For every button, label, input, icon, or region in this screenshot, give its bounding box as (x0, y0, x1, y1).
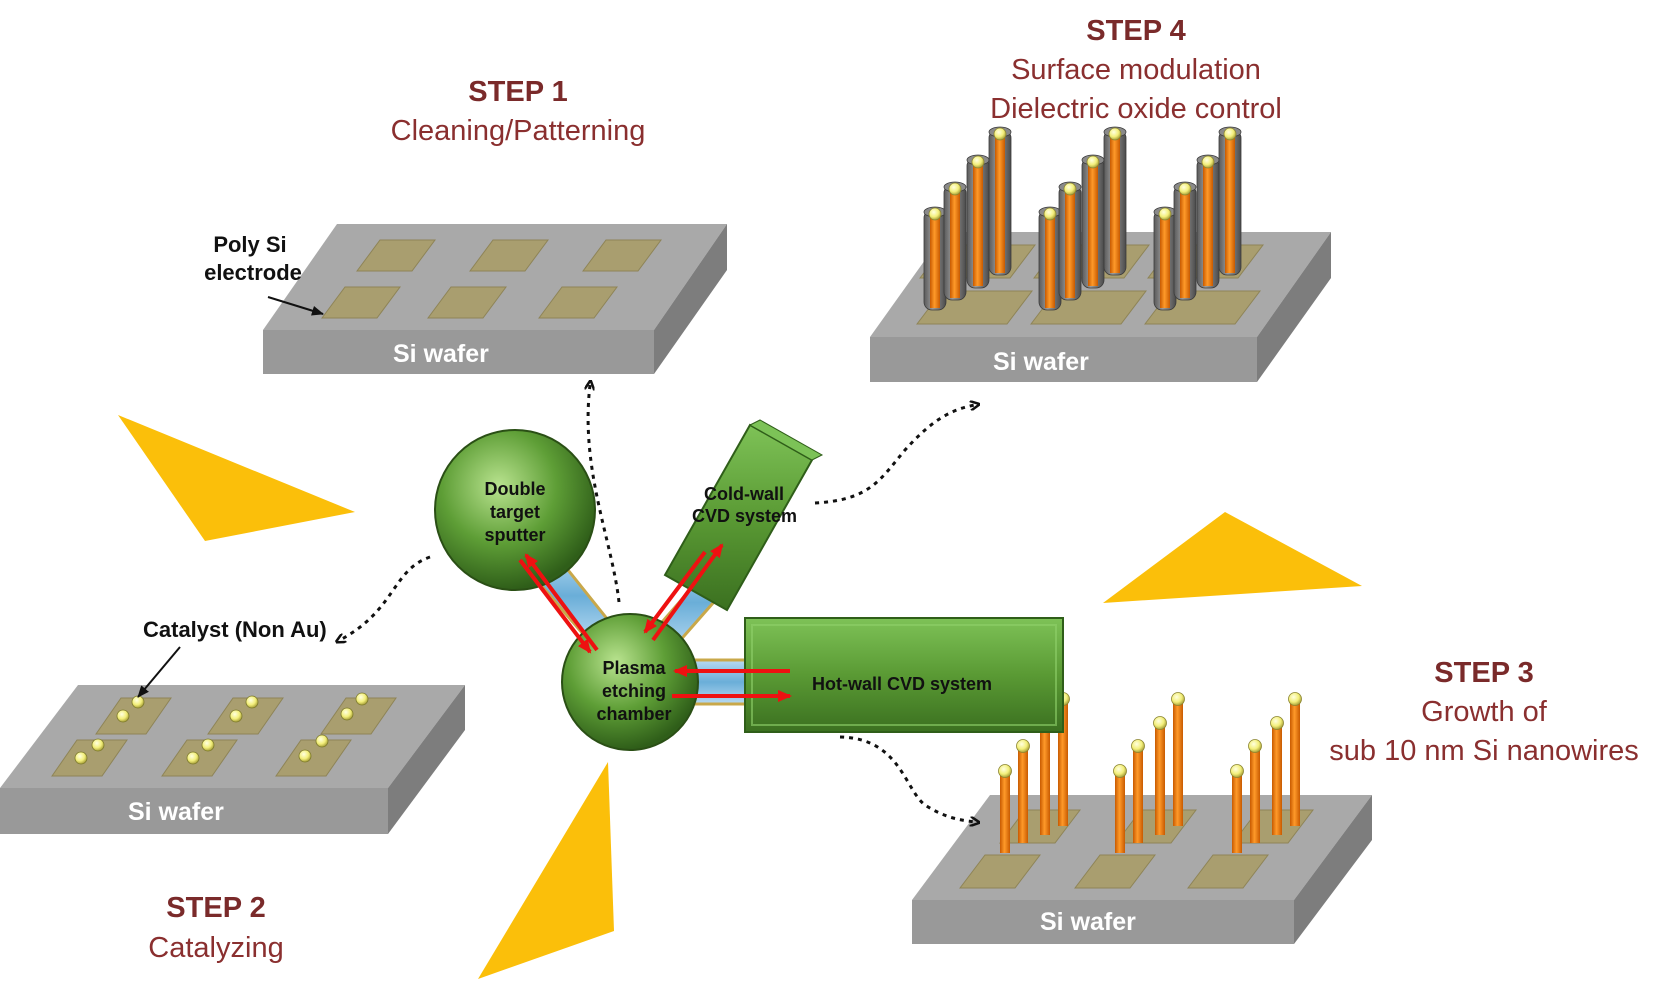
plasma-label-line3: chamber (596, 704, 671, 724)
nanowire (1270, 716, 1284, 835)
step4-wafer: Si wafer (870, 126, 1331, 382)
shelled-nanowire (1153, 206, 1177, 311)
shelled-nanowire (943, 181, 967, 301)
sputter-label-line3: sputter (484, 525, 545, 545)
step4-subtitle-line2: Dielectric oxide control (990, 93, 1282, 125)
step2-subtitle: Catalyzing (148, 932, 283, 964)
step1-heading: STEP 1 Cleaning/Patterning (391, 76, 646, 147)
cold-wall-cvd-system: Cold-wall CVD system (663, 419, 824, 612)
shelled-nanowire (966, 154, 990, 289)
triangle-arrow-left (118, 415, 355, 541)
catalyst-annotation: Catalyst (Non Au) (143, 617, 327, 642)
nanowire (998, 764, 1012, 853)
step1-title: STEP 1 (468, 76, 567, 108)
step4-heading: STEP 4 Surface modulation Dielectric oxi… (990, 15, 1282, 125)
shelled-nanowire (1103, 126, 1127, 276)
plasma-etching-chamber: Plasma etching chamber (561, 613, 699, 751)
cold-wall-label-line2: CVD system (692, 506, 797, 526)
shelled-nanowire (1196, 154, 1220, 289)
nanowire (1131, 739, 1145, 843)
shelled-nanowires (923, 126, 1242, 311)
wafer-label: Si wafer (393, 340, 489, 368)
wafer-label: Si wafer (1040, 908, 1136, 936)
cold-wall-label-line1: Cold-wall (704, 484, 784, 504)
step4-title: STEP 4 (1086, 15, 1185, 47)
plasma-label-line1: Plasma (602, 658, 666, 678)
double-target-sputter: Double target sputter (434, 429, 596, 591)
step3-subtitle-line2: sub 10 nm Si nanowires (1329, 735, 1639, 767)
bare-nanowires (998, 692, 1302, 853)
nanowire (1288, 692, 1302, 826)
nanowire (1230, 764, 1244, 853)
step3-wafer: Si wafer (912, 692, 1372, 944)
wafer-label: Si wafer (993, 348, 1089, 376)
step2-heading: STEP 2 Catalyzing (148, 892, 283, 964)
step2-wafer: Si wafer (0, 685, 465, 834)
shelled-nanowire (923, 206, 947, 311)
catalyst-particles (74, 692, 369, 765)
transfer-arrows (518, 543, 792, 702)
shelled-nanowire (1173, 181, 1197, 301)
shelled-nanowire (1058, 181, 1082, 301)
nanowire (1113, 764, 1127, 853)
poly-si-annotation-line1: Poly Si (213, 232, 286, 257)
nanowire (1153, 716, 1167, 835)
triangle-arrow-bottom (478, 762, 614, 979)
nanowire (1016, 739, 1030, 843)
poly-si-electrodes (321, 239, 662, 319)
poly-si-annotation-line2: electrode (204, 260, 302, 285)
nanowire (1248, 739, 1262, 843)
hot-wall-label: Hot-wall CVD system (812, 674, 992, 694)
step3-subtitle-line1: Growth of (1421, 696, 1548, 728)
annotation-pointers (137, 296, 324, 698)
step4-subtitle-line1: Surface modulation (1011, 54, 1261, 86)
shelled-nanowire (1218, 126, 1242, 276)
process-flow-arrows (340, 385, 975, 822)
catalyst-pads (51, 697, 397, 777)
sputter-label-line2: target (490, 502, 540, 522)
shelled-nanowire (1081, 154, 1105, 289)
step3-title: STEP 3 (1434, 657, 1533, 689)
shelled-nanowire (988, 126, 1012, 276)
nanowire (1038, 716, 1052, 835)
triangle-arrow-right (1103, 512, 1362, 603)
shelled-nanowire (1038, 206, 1062, 311)
step1-subtitle: Cleaning/Patterning (391, 115, 646, 147)
wafer-label: Si wafer (128, 798, 224, 826)
step2-title: STEP 2 (166, 892, 265, 924)
plasma-label-line2: etching (602, 681, 666, 701)
hot-wall-cvd-system: Hot-wall CVD system (744, 617, 1064, 733)
nanowire (1171, 692, 1185, 826)
sputter-label-line1: Double (485, 479, 546, 499)
step1-wafer: Si wafer (263, 224, 727, 374)
step3-heading: STEP 3 Growth of sub 10 nm Si nanowires (1329, 657, 1639, 767)
